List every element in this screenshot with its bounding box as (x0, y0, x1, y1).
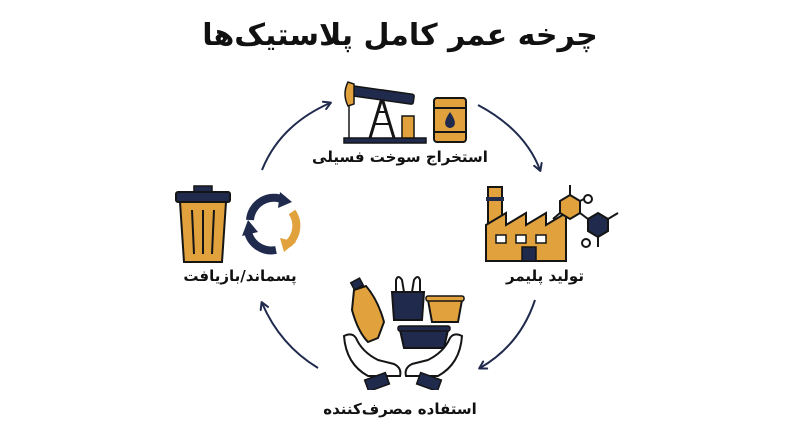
trash-bin-icon (175, 185, 231, 263)
label-waste: پسماند/بازیافت (183, 267, 297, 285)
consumer-icons (342, 276, 465, 393)
arrow-extraction-to-production (477, 104, 543, 172)
stage-extraction (340, 76, 470, 146)
label-production: تولید پلیمر (506, 267, 584, 285)
plastic-bottle-icon (349, 277, 386, 344)
oil-barrel-icon (433, 97, 467, 143)
recycle-arrows-icon (242, 192, 301, 255)
oil-pump-icon (343, 81, 427, 144)
arrow-production-to-consumption (478, 299, 536, 370)
stage-production (478, 183, 628, 265)
arrow-waste-to-extraction (261, 100, 332, 171)
plastic-bag-icon (390, 276, 426, 321)
hands-icon (342, 333, 464, 393)
molecule-icon (552, 185, 619, 248)
diagram-title: چرخه عمر کامل پلاستیک‌ها (202, 18, 598, 53)
factory-icon (485, 186, 567, 262)
arrow-consumption-to-waste (259, 301, 319, 369)
stage-consumption (338, 272, 468, 393)
label-extraction: استخراج سوخت فسیلی (312, 148, 488, 166)
food-container-icon (425, 295, 465, 323)
label-consumption: استفاده مصرف‌کننده (323, 400, 477, 418)
stage-waste (172, 184, 312, 264)
